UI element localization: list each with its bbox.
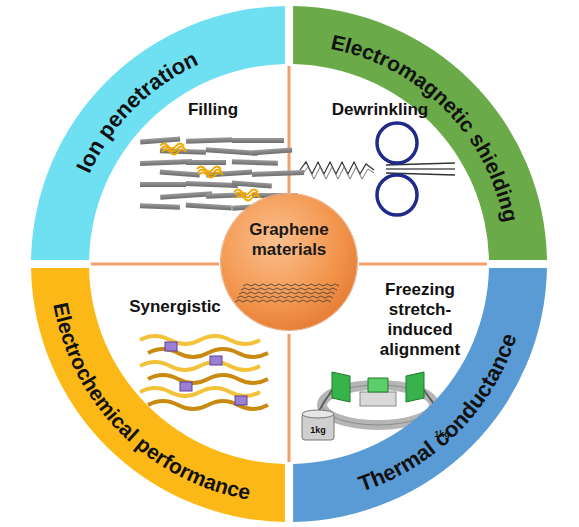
ring-band [31, 268, 285, 522]
ring-title: Electromagnetic shielding [329, 30, 523, 224]
dewrinkling-illustration [300, 123, 455, 215]
ring-title: Ion penetration [71, 46, 201, 176]
center-circle: Graphene materials [221, 194, 357, 330]
quadrant-label: Synergistic [115, 297, 235, 317]
center-title: Graphene materials [239, 220, 339, 260]
ring-band [293, 268, 547, 522]
graphene-sheet [221, 194, 357, 330]
inner-disk [89, 64, 489, 464]
quadrant-label: Freezing stretch-induced alignment [364, 280, 476, 360]
weight-label: 1kg [427, 429, 457, 439]
ring-title: Electrochemical performance [49, 301, 252, 504]
quadrant-dividers [91, 66, 487, 462]
quadrant-label: Filling [158, 100, 268, 120]
weight-label: 1kg [303, 425, 333, 435]
synergistic-illustration [140, 336, 268, 409]
quadrant-label: Dewrinkling [320, 100, 440, 120]
